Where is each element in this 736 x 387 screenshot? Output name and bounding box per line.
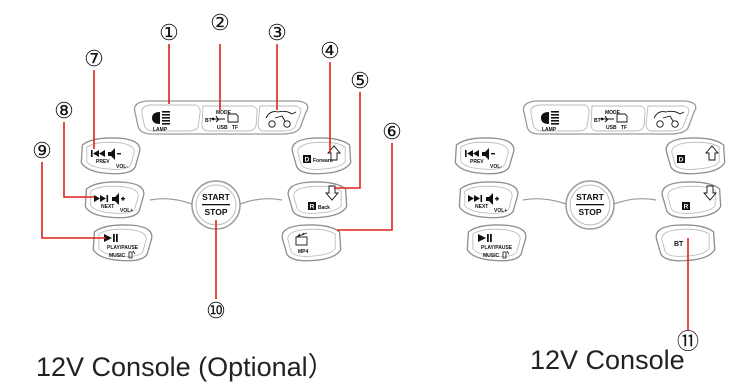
mode-label: MODE — [216, 110, 232, 116]
d-badge — [303, 155, 311, 163]
lamp-label: LAMP — [542, 127, 557, 133]
leader-5 — [334, 92, 361, 189]
lamp-icon — [152, 111, 170, 125]
tf-label: TF — [621, 125, 627, 131]
leader-6 — [337, 143, 393, 231]
arrow-down-icon — [325, 185, 339, 201]
play-pause-label: PLAY/PAUSE — [107, 245, 139, 251]
usb-label: USB — [606, 125, 617, 131]
play-pause-icon — [478, 234, 492, 242]
start-stop-button-right[interactable]: START STOP — [522, 180, 657, 230]
leader-9 — [41, 162, 106, 239]
usb-icon — [211, 115, 225, 123]
callout-11: ⑪ — [677, 329, 699, 354]
d-badge — [677, 155, 685, 163]
console-left: LAMP MODE BT USB TF — [80, 100, 352, 262]
prev-icon — [91, 150, 105, 157]
next-icon — [468, 195, 483, 202]
lamp-icon — [541, 111, 559, 125]
mp4-button-left[interactable]: MP4 — [281, 224, 342, 262]
next-icon — [94, 195, 109, 202]
vol-down-icon — [482, 148, 495, 160]
back-button-left[interactable]: R Back — [287, 181, 348, 219]
music-label: MUSIC — [483, 253, 500, 259]
next-label: NEXT — [101, 204, 114, 210]
usb-icon — [600, 115, 614, 123]
forward-button-left[interactable]: D Forward — [291, 137, 352, 175]
prev-label: PREV — [470, 159, 484, 165]
console-right: LAMP MODE BT USB TF — [454, 100, 726, 262]
vol-minus-label: VOL- — [490, 164, 502, 170]
mp4-label: MP4 — [298, 249, 309, 255]
next-button-left[interactable]: NEXT VOL+ — [84, 181, 145, 219]
sd-card-icon — [227, 113, 239, 123]
next-button-right[interactable]: NEXT VOL+ — [458, 181, 519, 219]
stop-label: STOP — [579, 207, 602, 217]
arrow-up-icon — [705, 145, 719, 161]
callout-numbers: ① ② ③ ④ ⑤ ⑥ ⑦ ⑧ ⑨ ⑩ ⑪ — [32, 10, 699, 354]
start-label: START — [576, 192, 605, 202]
r-label: R — [684, 204, 689, 211]
d-label: D — [679, 157, 684, 164]
callout-6: ⑥ — [382, 119, 402, 144]
vol-down-icon — [108, 148, 121, 160]
start-label: START — [202, 192, 231, 202]
callout-lines — [41, 44, 689, 330]
callout-1: ① — [159, 20, 179, 45]
back-button-right[interactable]: R — [661, 181, 722, 219]
bt-button-right[interactable]: BT — [655, 224, 716, 262]
prev-label: PREV — [96, 159, 110, 165]
hand-icon — [128, 250, 136, 259]
vol-up-icon — [112, 193, 125, 205]
mode-label: MODE — [605, 110, 621, 116]
music-label: MUSIC — [109, 253, 126, 259]
play-pause-icon — [104, 234, 118, 242]
bt-label: BT — [205, 118, 212, 124]
tf-label: TF — [232, 125, 238, 131]
callout-3: ③ — [267, 20, 287, 45]
top-panel-right: LAMP MODE BT USB TF — [522, 100, 697, 135]
bt-button-label: BT — [674, 241, 684, 248]
hand-icon — [502, 250, 510, 259]
play-pause-button-right[interactable]: PLAY/PAUSE MUSIC — [466, 224, 527, 262]
leader-8 — [63, 122, 94, 198]
r-badge — [682, 202, 690, 210]
d-label: D — [305, 157, 310, 164]
play-pause-button-left[interactable]: PLAY/PAUSE MUSIC — [92, 224, 153, 262]
callout-10: ⑩ — [206, 298, 226, 323]
bt-label: BT — [594, 118, 601, 124]
arrow-down-icon — [703, 185, 717, 201]
forward-button-right[interactable]: D — [665, 137, 726, 175]
caption-left: 12V Console (Optional） — [36, 352, 335, 382]
vol-minus-label: VOL- — [116, 164, 128, 170]
prev-button-right[interactable]: PREV VOL- — [454, 137, 515, 175]
r-label: R — [310, 204, 315, 211]
vol-up-icon — [486, 193, 499, 205]
r-badge — [308, 202, 316, 210]
callout-7: ⑦ — [84, 46, 104, 71]
clapperboard-icon — [295, 232, 308, 246]
prev-button-left[interactable]: PREV VOL- — [80, 137, 141, 175]
ride-mode-icon — [265, 110, 297, 128]
caption-right: 12V Console — [530, 345, 685, 375]
play-pause-label: PLAY/PAUSE — [481, 245, 513, 251]
forward-label: Forward — [313, 158, 333, 164]
vol-plus-label: VOL+ — [120, 208, 133, 214]
callout-9: ⑨ — [32, 138, 52, 163]
sd-card-icon — [616, 113, 628, 123]
top-panel-left: LAMP MODE BT USB TF — [133, 100, 309, 135]
back-label: Back — [318, 205, 330, 211]
ride-mode-icon — [653, 110, 685, 128]
callout-5: ⑤ — [350, 68, 370, 93]
usb-label: USB — [217, 125, 228, 131]
next-label: NEXT — [475, 204, 488, 210]
vol-plus-label: VOL+ — [494, 208, 507, 214]
callout-2: ② — [210, 10, 230, 35]
callout-8: ⑧ — [54, 98, 74, 123]
callout-4: ④ — [320, 38, 340, 63]
stop-label: STOP — [205, 207, 228, 217]
lamp-label: LAMP — [153, 127, 168, 133]
prev-icon — [465, 150, 479, 157]
